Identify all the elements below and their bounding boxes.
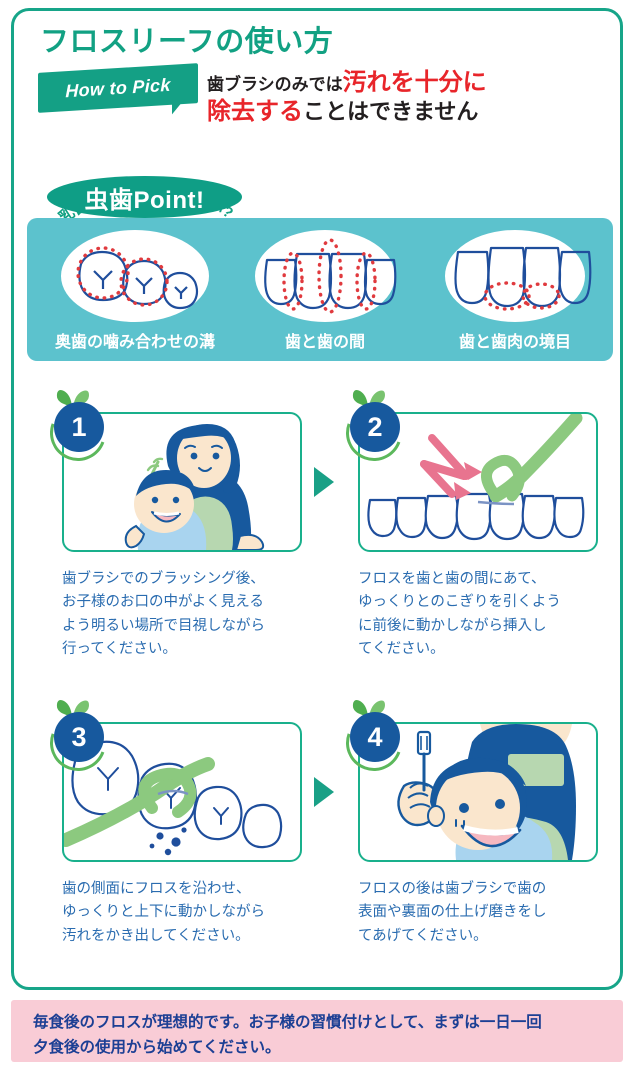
step-1-badge: 1 xyxy=(40,388,118,471)
mushiba-point-badge: 虫歯Point! xyxy=(47,176,242,218)
headline-part4: ことはできません xyxy=(303,99,479,125)
step-3-arrow-icon xyxy=(314,777,334,807)
headline: 歯ブラシのみでは汚れを十分に 除去することはできません xyxy=(207,68,607,127)
cavity-point-label-2: 歯と歯の間 xyxy=(284,334,365,351)
step-2-caption: フロスを歯と歯の間にあて、 ゆっくりとのこぎりを引くよう に前後に動かしながら挿… xyxy=(358,571,561,658)
headline-part2: 汚れを十分に xyxy=(342,69,487,96)
step-2-badge: 2 xyxy=(336,388,414,471)
floss-between-teeth-icon xyxy=(367,414,585,541)
step-3-caption: 歯の側面にフロスを沿わせ、 ゆっくりと上下に動かしながら 汚れをかき出してくださ… xyxy=(62,881,265,944)
step-4-image-box xyxy=(358,722,598,862)
how-to-pick-ribbon: How to Pick xyxy=(38,63,198,115)
step-2-image-box xyxy=(358,412,598,552)
step-2-badge-number: 2 xyxy=(350,402,400,452)
page-title: フロスリーフの使い方 xyxy=(40,26,334,58)
cavity-point-label-3: 歯と歯肉の境目 xyxy=(458,334,571,351)
mushiba-point-label: 虫歯Point! xyxy=(84,186,205,214)
mother-and-baby-icon xyxy=(124,424,265,550)
child-toothbrush-icon xyxy=(397,724,576,860)
gumline-icon xyxy=(425,226,605,326)
footer-banner: 毎食後のフロスが理想的です。お子様の習慣付けとして、まずは一日一回 夕食後の使用… xyxy=(11,1000,623,1062)
cavity-points-panel: 奥歯の噛み合わせの溝 歯と歯の間 歯と歯肉の境目 xyxy=(27,218,613,361)
step-3-badge-number: 3 xyxy=(54,712,104,762)
step-4-caption: フロスの後は歯ブラシで歯の 表面や裏面の仕上げ磨きをし てあげてください。 xyxy=(358,881,547,944)
step-4-badge-number: 4 xyxy=(350,712,400,762)
headline-part1: 歯ブラシのみでは xyxy=(207,75,343,94)
floss-side-of-tooth-icon xyxy=(64,740,283,856)
step-1-image-box xyxy=(62,412,302,552)
between-teeth-icon xyxy=(235,226,415,326)
step-1-badge-number: 1 xyxy=(54,402,104,452)
step-1-caption: 歯ブラシでのブラッシング後、 お子様のお口の中がよく見える よう明るい場所で目視… xyxy=(62,571,265,658)
cavity-point-label-1: 奥歯の噛み合わせの溝 xyxy=(54,334,215,351)
step-3-badge: 3 xyxy=(40,698,118,781)
footer-text: 毎食後のフロスが理想的です。お子様の習慣付けとして、まずは一日一回 夕食後の使用… xyxy=(33,1014,542,1056)
molar-groove-icon xyxy=(45,226,225,326)
headline-part3: 除去する xyxy=(207,98,303,126)
step-4-badge: 4 xyxy=(336,698,414,781)
step-1-arrow-icon xyxy=(314,467,334,497)
